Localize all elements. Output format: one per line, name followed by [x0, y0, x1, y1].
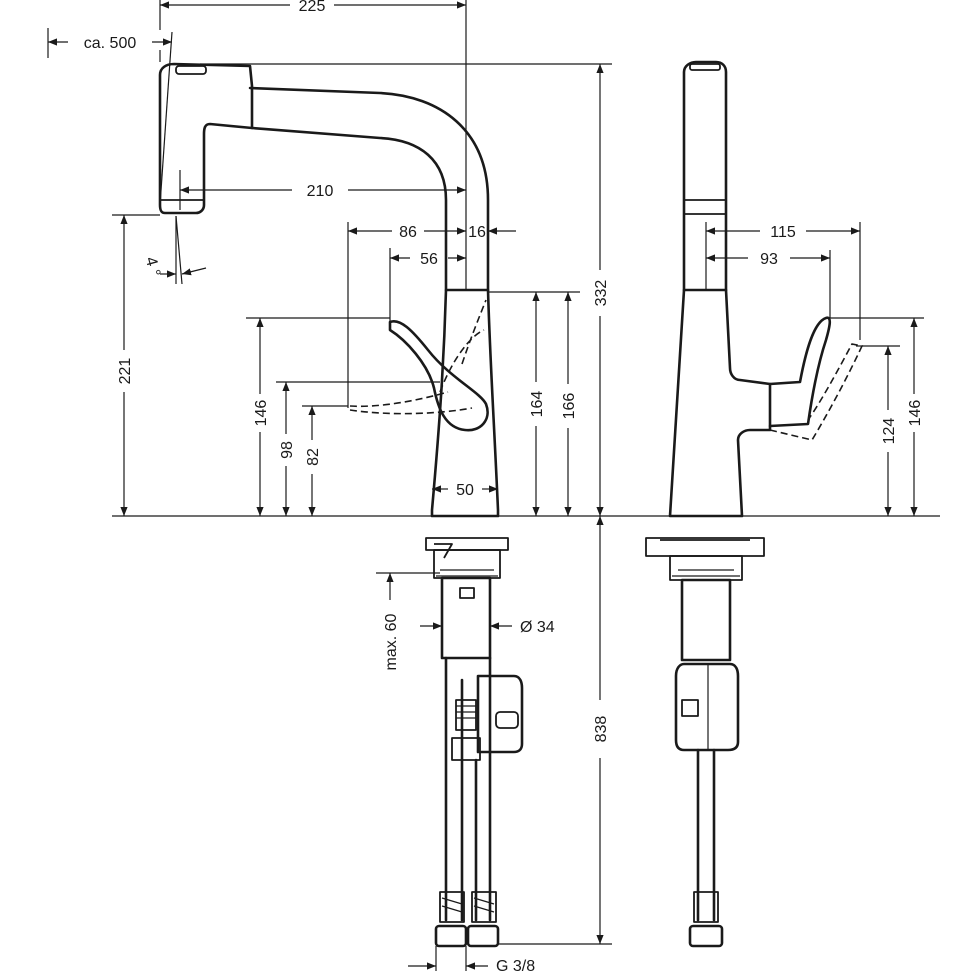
dim-body-height: 164	[529, 391, 546, 418]
dim-max-thickness: max. 60	[383, 613, 400, 670]
side-lever	[768, 316, 832, 428]
dim-lever-reach-outer: 86	[399, 224, 417, 241]
dim-side-lever-depth-outer: 115	[770, 224, 796, 241]
dim-side-lever-height-low: 124	[881, 418, 898, 445]
mounting-nut	[433, 549, 501, 579]
front-view	[112, 50, 940, 948]
dim-lever-mid-height: 98	[279, 441, 296, 459]
dim-hose-length: 838	[593, 716, 610, 743]
dimension-labels: 225 ca. 500 210 86 16 56 4 ° 221 146 98 …	[84, 0, 924, 971]
dim-side-lever-height-high: 146	[907, 400, 924, 427]
threaded-shank	[440, 576, 492, 660]
pullout-head	[158, 62, 254, 215]
side-view	[645, 60, 864, 948]
dim-spout-angle: 4 °	[142, 255, 164, 278]
lever-handle	[388, 319, 489, 432]
nut-right	[466, 924, 500, 948]
dimension-lines	[47, 0, 924, 971]
dim-lever-height: 146	[253, 400, 270, 427]
dim-outlet-height: 221	[117, 358, 134, 385]
dim-spout-reach: 225	[299, 0, 326, 15]
dim-hole-diameter: Ø 34	[520, 619, 555, 636]
faucet-body	[430, 288, 500, 518]
dim-head-reach: 210	[307, 183, 334, 200]
dim-body-height-max: 166	[561, 393, 578, 420]
spout-arch	[248, 86, 490, 292]
lever-dashed-position	[349, 299, 487, 415]
connection-box	[476, 674, 524, 754]
dim-total-height: 332	[593, 280, 610, 307]
nut-left	[434, 924, 468, 948]
dim-pullout-length: ca. 500	[84, 35, 137, 52]
dim-lever-reach-inner: 56	[420, 251, 438, 268]
dim-side-lever-depth-inner: 93	[760, 251, 778, 268]
side-shank	[680, 578, 732, 662]
dim-body-offset: 16	[468, 224, 486, 241]
side-connection-box	[674, 662, 740, 752]
dim-connection: G 3/8	[496, 958, 535, 971]
dim-lever-low-height: 82	[305, 448, 322, 466]
dim-body-width: 50	[456, 482, 474, 499]
side-spout	[682, 60, 728, 292]
side-body	[668, 288, 772, 518]
